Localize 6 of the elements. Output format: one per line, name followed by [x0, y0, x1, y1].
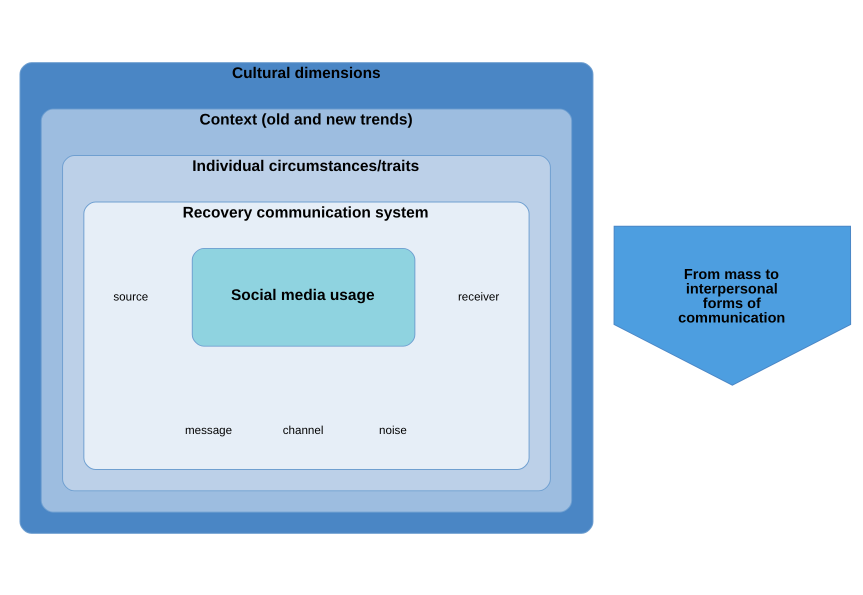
label: message [185, 423, 232, 436]
label: noise [379, 423, 407, 436]
node-box: Social media usage [192, 247, 416, 346]
label: receiver [458, 290, 500, 303]
label: channel [282, 423, 324, 436]
label: source [113, 290, 148, 303]
